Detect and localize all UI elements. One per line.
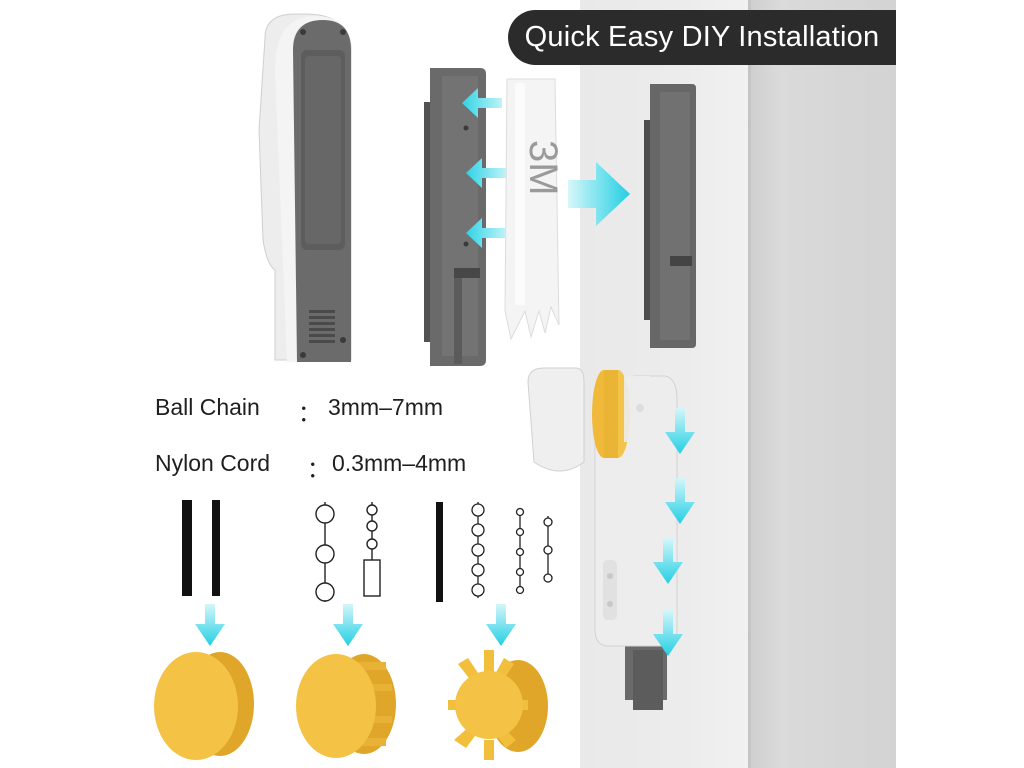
nylon-cord-value: 0.3mm–4mm [332, 450, 467, 476]
down-arrow-icon [665, 408, 695, 454]
gear-smooth-image [154, 652, 254, 760]
down-arrow-icon [486, 604, 516, 646]
left-arrow-icon [466, 158, 506, 188]
ball-chain-separator: ： [298, 400, 321, 426]
nylon-cord-label: Nylon Cord [155, 450, 271, 476]
down-arrow-icon [653, 538, 683, 584]
nylon-cord-separator: ： [307, 456, 330, 482]
ball-chain-large-icon [315, 502, 381, 602]
motor-device-image [258, 13, 352, 362]
left-arrow-icon [462, 88, 502, 118]
down-arrow-icon [653, 610, 683, 656]
tape-brand-label: 3M [521, 140, 565, 196]
left-arrow-icon [466, 218, 506, 248]
down-arrow-icon [665, 478, 695, 524]
adhesive-tape-image [504, 78, 560, 341]
wall-corner-edge [748, 0, 751, 768]
gear-ribbed-image [296, 654, 396, 758]
ball-chain-small-icon [436, 502, 553, 602]
mounting-bracket-image [424, 68, 486, 366]
cord-solid-icon [182, 500, 220, 596]
wall-shadow-face [750, 0, 896, 768]
gear-spiked-image [448, 650, 548, 760]
wall-bracket-image [644, 84, 696, 348]
ball-chain-value: 3mm–7mm [328, 394, 444, 420]
banner-title: Quick Easy DIY Installation [524, 21, 880, 53]
motor-cap-image [527, 367, 658, 472]
ball-chain-label: Ball Chain [155, 394, 260, 420]
title-banner: Quick Easy DIY Installation [508, 10, 896, 65]
right-arrow-icon [568, 162, 630, 226]
down-arrow-icon [333, 604, 363, 646]
down-arrow-icon [195, 604, 225, 646]
